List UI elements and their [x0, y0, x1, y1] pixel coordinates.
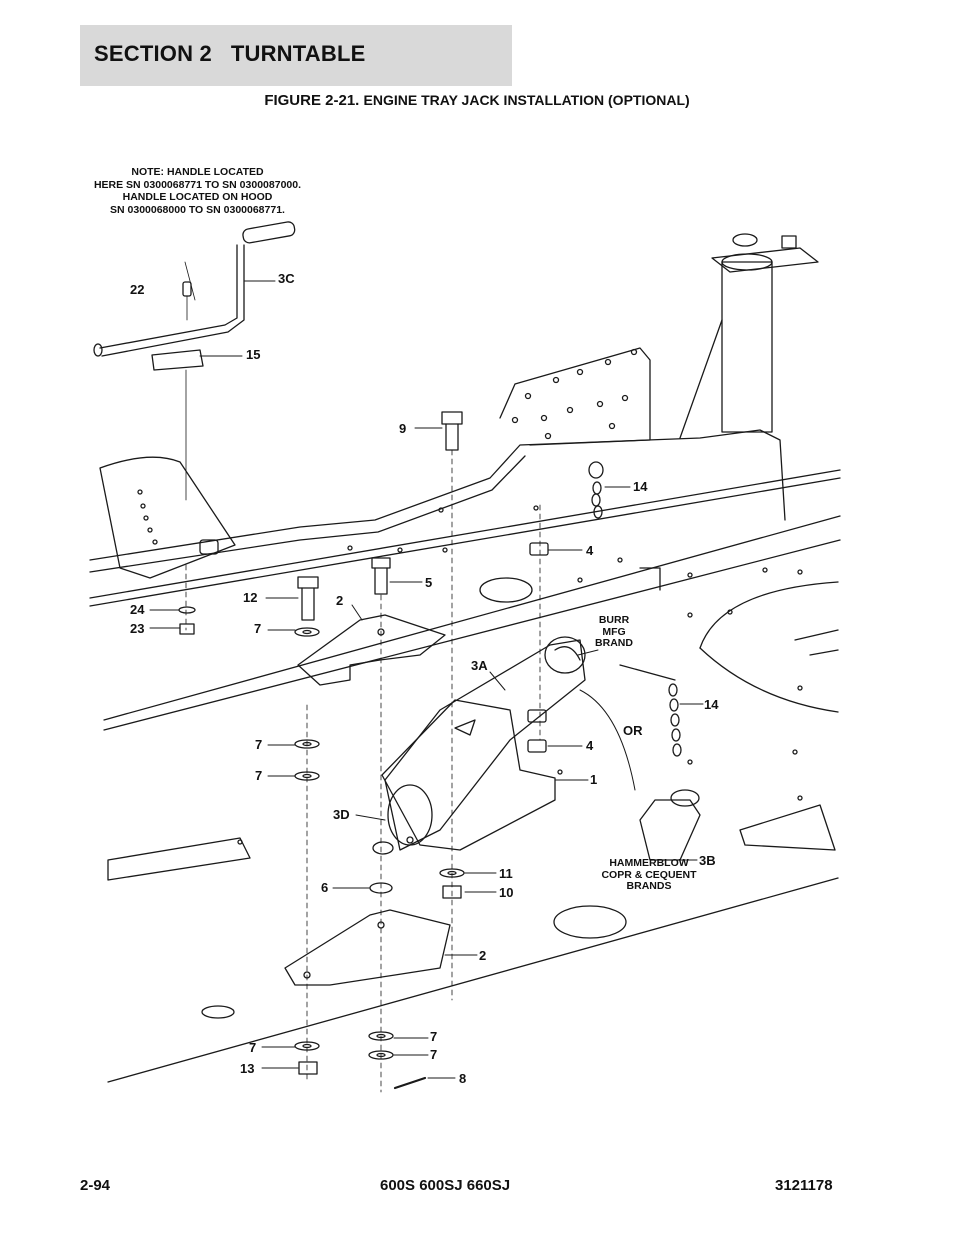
callout-3b: 3B: [699, 853, 716, 868]
callout-14: 14: [633, 479, 648, 494]
callout-or: OR: [623, 723, 643, 738]
note-line: SN 0300068000 TO SN 0300068771.: [110, 203, 285, 216]
callout-1: 1: [590, 772, 598, 787]
figure-title: FIGURE 2-21. ENGINE TRAY JACK INSTALLATI…: [0, 92, 954, 109]
callout-8: 8: [459, 1071, 467, 1086]
handle-clip: [151, 281, 204, 501]
callout-11: 11: [499, 866, 513, 881]
callout-4: 4: [586, 543, 594, 558]
brand-line: HAMMERBLOW: [609, 857, 689, 869]
note-line: HERE SN 0300068771 TO SN 0300087000.: [93, 178, 302, 191]
vertical-tube: [679, 233, 819, 439]
callout-10: 10: [499, 885, 514, 900]
brand-line: COPR & CEQUENT: [601, 868, 697, 881]
brand-line: BURR: [598, 614, 630, 626]
serial-number-note: NOTE: HANDLE LOCATED HERE SN 0300068771 …: [80, 166, 315, 216]
callout-7: 7: [255, 737, 263, 752]
washers-and-nuts: [178, 606, 465, 1090]
leader-lines: [149, 280, 704, 1079]
brand-line: BRANDS: [626, 880, 672, 892]
hammerblow-brand-label: HAMMERBLOW COPR & CEQUENT BRANDS: [593, 857, 705, 893]
page-number: 2-94: [80, 1177, 111, 1194]
model-numbers: 600S 600SJ 660SJ: [380, 1177, 511, 1194]
callout-13: 13: [240, 1061, 255, 1076]
callout-7: 7: [430, 1029, 438, 1044]
callout-22: 22: [130, 282, 145, 297]
burr-brand-label: BURR MFG BRAND: [590, 614, 638, 650]
callout-2: 2: [479, 948, 487, 963]
assembly-centerlines: [185, 449, 541, 1093]
brand-line: BRAND: [595, 637, 633, 649]
brand-line: MFG: [602, 625, 626, 638]
frame-structure: [89, 429, 841, 1083]
crank-handle: [93, 221, 296, 357]
callout-3a: 3A: [471, 658, 488, 673]
safety-chain: [588, 461, 682, 757]
deck-holes: [201, 505, 803, 1019]
callout-2: 2: [336, 593, 344, 608]
callout-6: 6: [321, 880, 329, 895]
callout-7: 7: [430, 1047, 438, 1062]
callout-7: 7: [254, 621, 262, 636]
callout-7: 7: [249, 1040, 257, 1055]
alternate-jack-foot: [579, 689, 701, 861]
callout-4: 4: [586, 738, 594, 753]
handle-bracket: [99, 456, 236, 579]
note-line: HANDLE LOCATED ON HOOD: [122, 191, 273, 203]
callout-9: 9: [399, 421, 407, 436]
pins: [527, 542, 549, 753]
jack-body: [372, 636, 586, 855]
figure-number: FIGURE 2-21.: [264, 92, 360, 109]
callout-3d: 3D: [333, 807, 350, 822]
document-number: 3121178: [775, 1177, 833, 1194]
callout-7: 7: [255, 768, 263, 783]
figure-caption: ENGINE TRAY JACK INSTALLATION (OPTIONAL): [363, 92, 690, 108]
upper-mounting-plate: [297, 614, 446, 686]
callout-3c: 3C: [278, 271, 295, 286]
lower-mounting-plate: [284, 909, 451, 986]
callout-15: 15: [246, 347, 261, 362]
callout-5: 5: [425, 575, 433, 590]
callout-14: 14: [704, 697, 719, 712]
upright-plate: [499, 347, 651, 446]
note-line: NOTE: HANDLE LOCATED: [131, 166, 264, 178]
callout-24: 24: [130, 602, 145, 617]
callout-23: 23: [130, 621, 145, 636]
bolts: [297, 411, 463, 621]
callout-12: 12: [243, 590, 258, 605]
section-header: SECTION 2 TURNTABLE: [80, 25, 512, 86]
section-title: SECTION 2 TURNTABLE: [94, 41, 366, 66]
